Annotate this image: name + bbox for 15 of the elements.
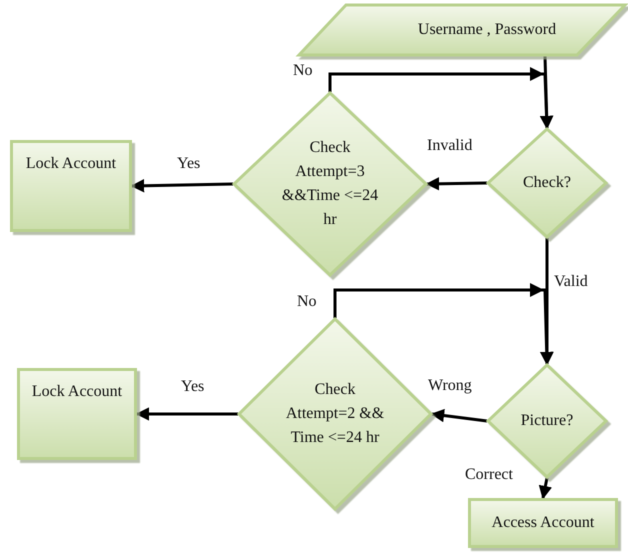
- node-text: Picture?: [520, 411, 574, 431]
- node-text: Check Attempt=2 && Time <=24 hr: [285, 380, 385, 448]
- process-box: [468, 498, 618, 548]
- node-text: Check Attempt=3 &&Time <=24 hr: [280, 138, 380, 230]
- input-parallelogram: [298, 4, 626, 56]
- node-text: Access Account: [490, 513, 596, 533]
- process-box: [17, 368, 137, 460]
- decision-diamond: [487, 128, 607, 238]
- decision-diamond: [233, 92, 427, 276]
- process-box: [10, 140, 132, 232]
- edge-label: Wrong: [427, 377, 473, 395]
- node-text: Username , Password: [416, 20, 558, 40]
- node-text: Check?: [522, 173, 572, 193]
- node-text: Lock Account: [30, 382, 124, 402]
- node-text: Lock Account: [24, 154, 118, 174]
